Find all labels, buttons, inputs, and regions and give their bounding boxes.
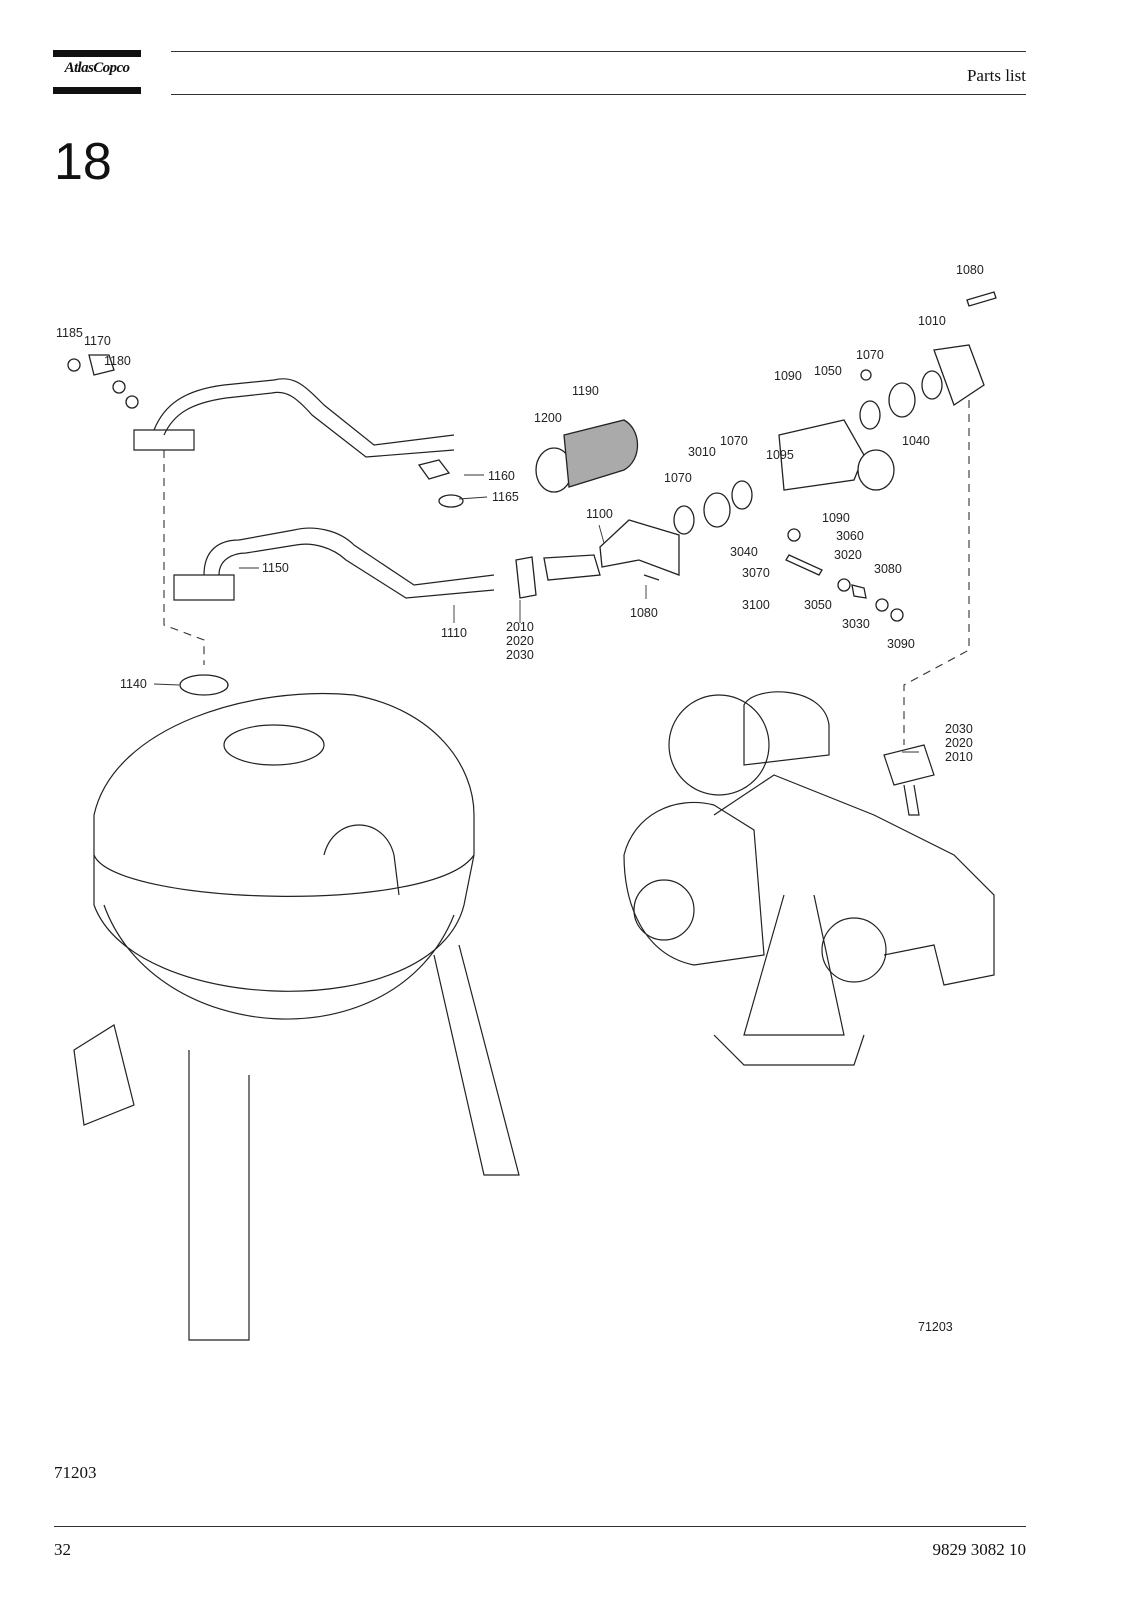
callout-2030-upper: 2030 [506, 648, 534, 662]
header-rule-top [171, 51, 1026, 52]
callout-1040: 1040 [902, 434, 930, 448]
callout-1080-lower: 1080 [630, 606, 658, 620]
callout-1070-right: 1070 [856, 348, 884, 362]
drawing-id: 71203 [54, 1463, 97, 1482]
flange-group [535, 291, 997, 535]
logo-text: AtlasCopco [64, 60, 130, 76]
callout-3090: 3090 [887, 637, 915, 651]
callout-1100: 1100 [586, 507, 613, 521]
callout-1160: 1160 [488, 469, 515, 483]
callout-1080-top: 1080 [956, 263, 984, 277]
callout-1090-bottom: 1090 [822, 511, 850, 525]
callout-3100: 3100 [742, 598, 770, 612]
callout-labels: 1185 1170 1180 1160 1165 1150 1110 2010 … [56, 263, 984, 1334]
header-rule-bottom [171, 94, 1026, 95]
valve-parts [785, 528, 904, 622]
chapter-number: 18 [54, 133, 112, 191]
header-title: Parts list [966, 66, 1026, 85]
footer-rule [54, 1526, 1026, 1527]
callout-1180: 1180 [104, 354, 131, 368]
drawing-reference: 71203 [918, 1320, 953, 1334]
separator-vessel [73, 692, 520, 1341]
callout-2020-lower: 2020 [945, 736, 973, 750]
logo-bottom-bar [53, 87, 141, 94]
callout-3070: 3070 [742, 566, 770, 580]
callout-2030-lower: 2030 [945, 722, 973, 736]
callout-1050: 1050 [814, 364, 842, 378]
callout-1200: 1200 [534, 411, 562, 425]
callout-3060: 3060 [836, 529, 864, 543]
callout-1165: 1165 [492, 490, 519, 504]
document-number: 9829 3082 10 [932, 1540, 1027, 1559]
callout-1110: 1110 [441, 626, 467, 640]
callout-1140: 1140 [120, 677, 147, 691]
callout-3010: 3010 [688, 445, 716, 459]
callout-1170: 1170 [84, 334, 111, 348]
lower-pipe [173, 519, 680, 601]
upper-pipe [67, 354, 464, 508]
callout-2010-upper: 2010 [506, 620, 534, 634]
gasket-1140 [179, 674, 229, 696]
callout-3040: 3040 [730, 545, 758, 559]
callout-3050: 3050 [804, 598, 832, 612]
page-number: 32 [54, 1540, 71, 1559]
callout-1185: 1185 [56, 326, 83, 340]
callout-3020: 3020 [834, 548, 862, 562]
callout-1070-left: 1070 [664, 471, 692, 485]
callout-1090-top: 1090 [774, 369, 802, 383]
alignment-line-right [903, 400, 970, 745]
exploded-parts-drawing: 1185 1170 1180 1160 1165 1150 1110 2010 … [56, 263, 997, 1341]
callout-1095: 1095 [766, 448, 794, 462]
callout-3080: 3080 [874, 562, 902, 576]
compressor-unit [623, 691, 995, 1066]
callout-1150: 1150 [262, 561, 289, 575]
logo-top-bar [53, 50, 141, 57]
callout-1190: 1190 [572, 384, 599, 398]
callout-1070-mid: 1070 [720, 434, 748, 448]
callout-2020-upper: 2020 [506, 634, 534, 648]
callout-1010: 1010 [918, 314, 946, 328]
alignment-line-left [163, 450, 205, 665]
atlas-copco-logo: AtlasCopco [53, 50, 141, 94]
callout-2010-lower: 2010 [945, 750, 973, 764]
callout-3030: 3030 [842, 617, 870, 631]
